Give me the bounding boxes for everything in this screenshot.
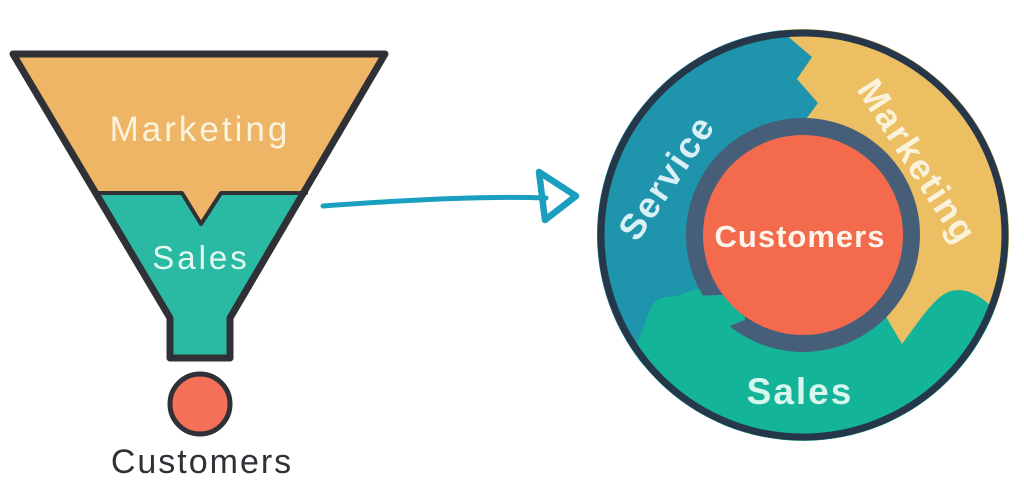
- funnel-stage-divider: [92, 191, 308, 226]
- arrow-head-icon: [535, 168, 580, 224]
- flywheel-sales-label: Sales: [747, 371, 854, 412]
- marketing-funnel: Marketing Sales Customers: [9, 50, 389, 481]
- arrow-shaft: [320, 194, 549, 209]
- flywheel-sales-hook: [628, 294, 745, 370]
- flywheel: Service Marketing Sales Customers: [597, 29, 1009, 441]
- transition-arrow: [320, 168, 580, 224]
- flywheel-outer-rim: [597, 29, 1009, 441]
- flywheel-customers-label: Customers: [715, 219, 886, 254]
- funnel-customers-label: Customers: [111, 443, 293, 481]
- flywheel-disk: [597, 29, 1009, 441]
- funnel-marketing-label: Marketing: [110, 110, 291, 149]
- funnel-sales-label: Sales: [152, 239, 250, 276]
- funnel-outline: [9, 50, 389, 362]
- flywheel-center-circle: [703, 135, 903, 335]
- customers-dot: [167, 371, 233, 437]
- funnel-marketing-stage: [13, 54, 385, 224]
